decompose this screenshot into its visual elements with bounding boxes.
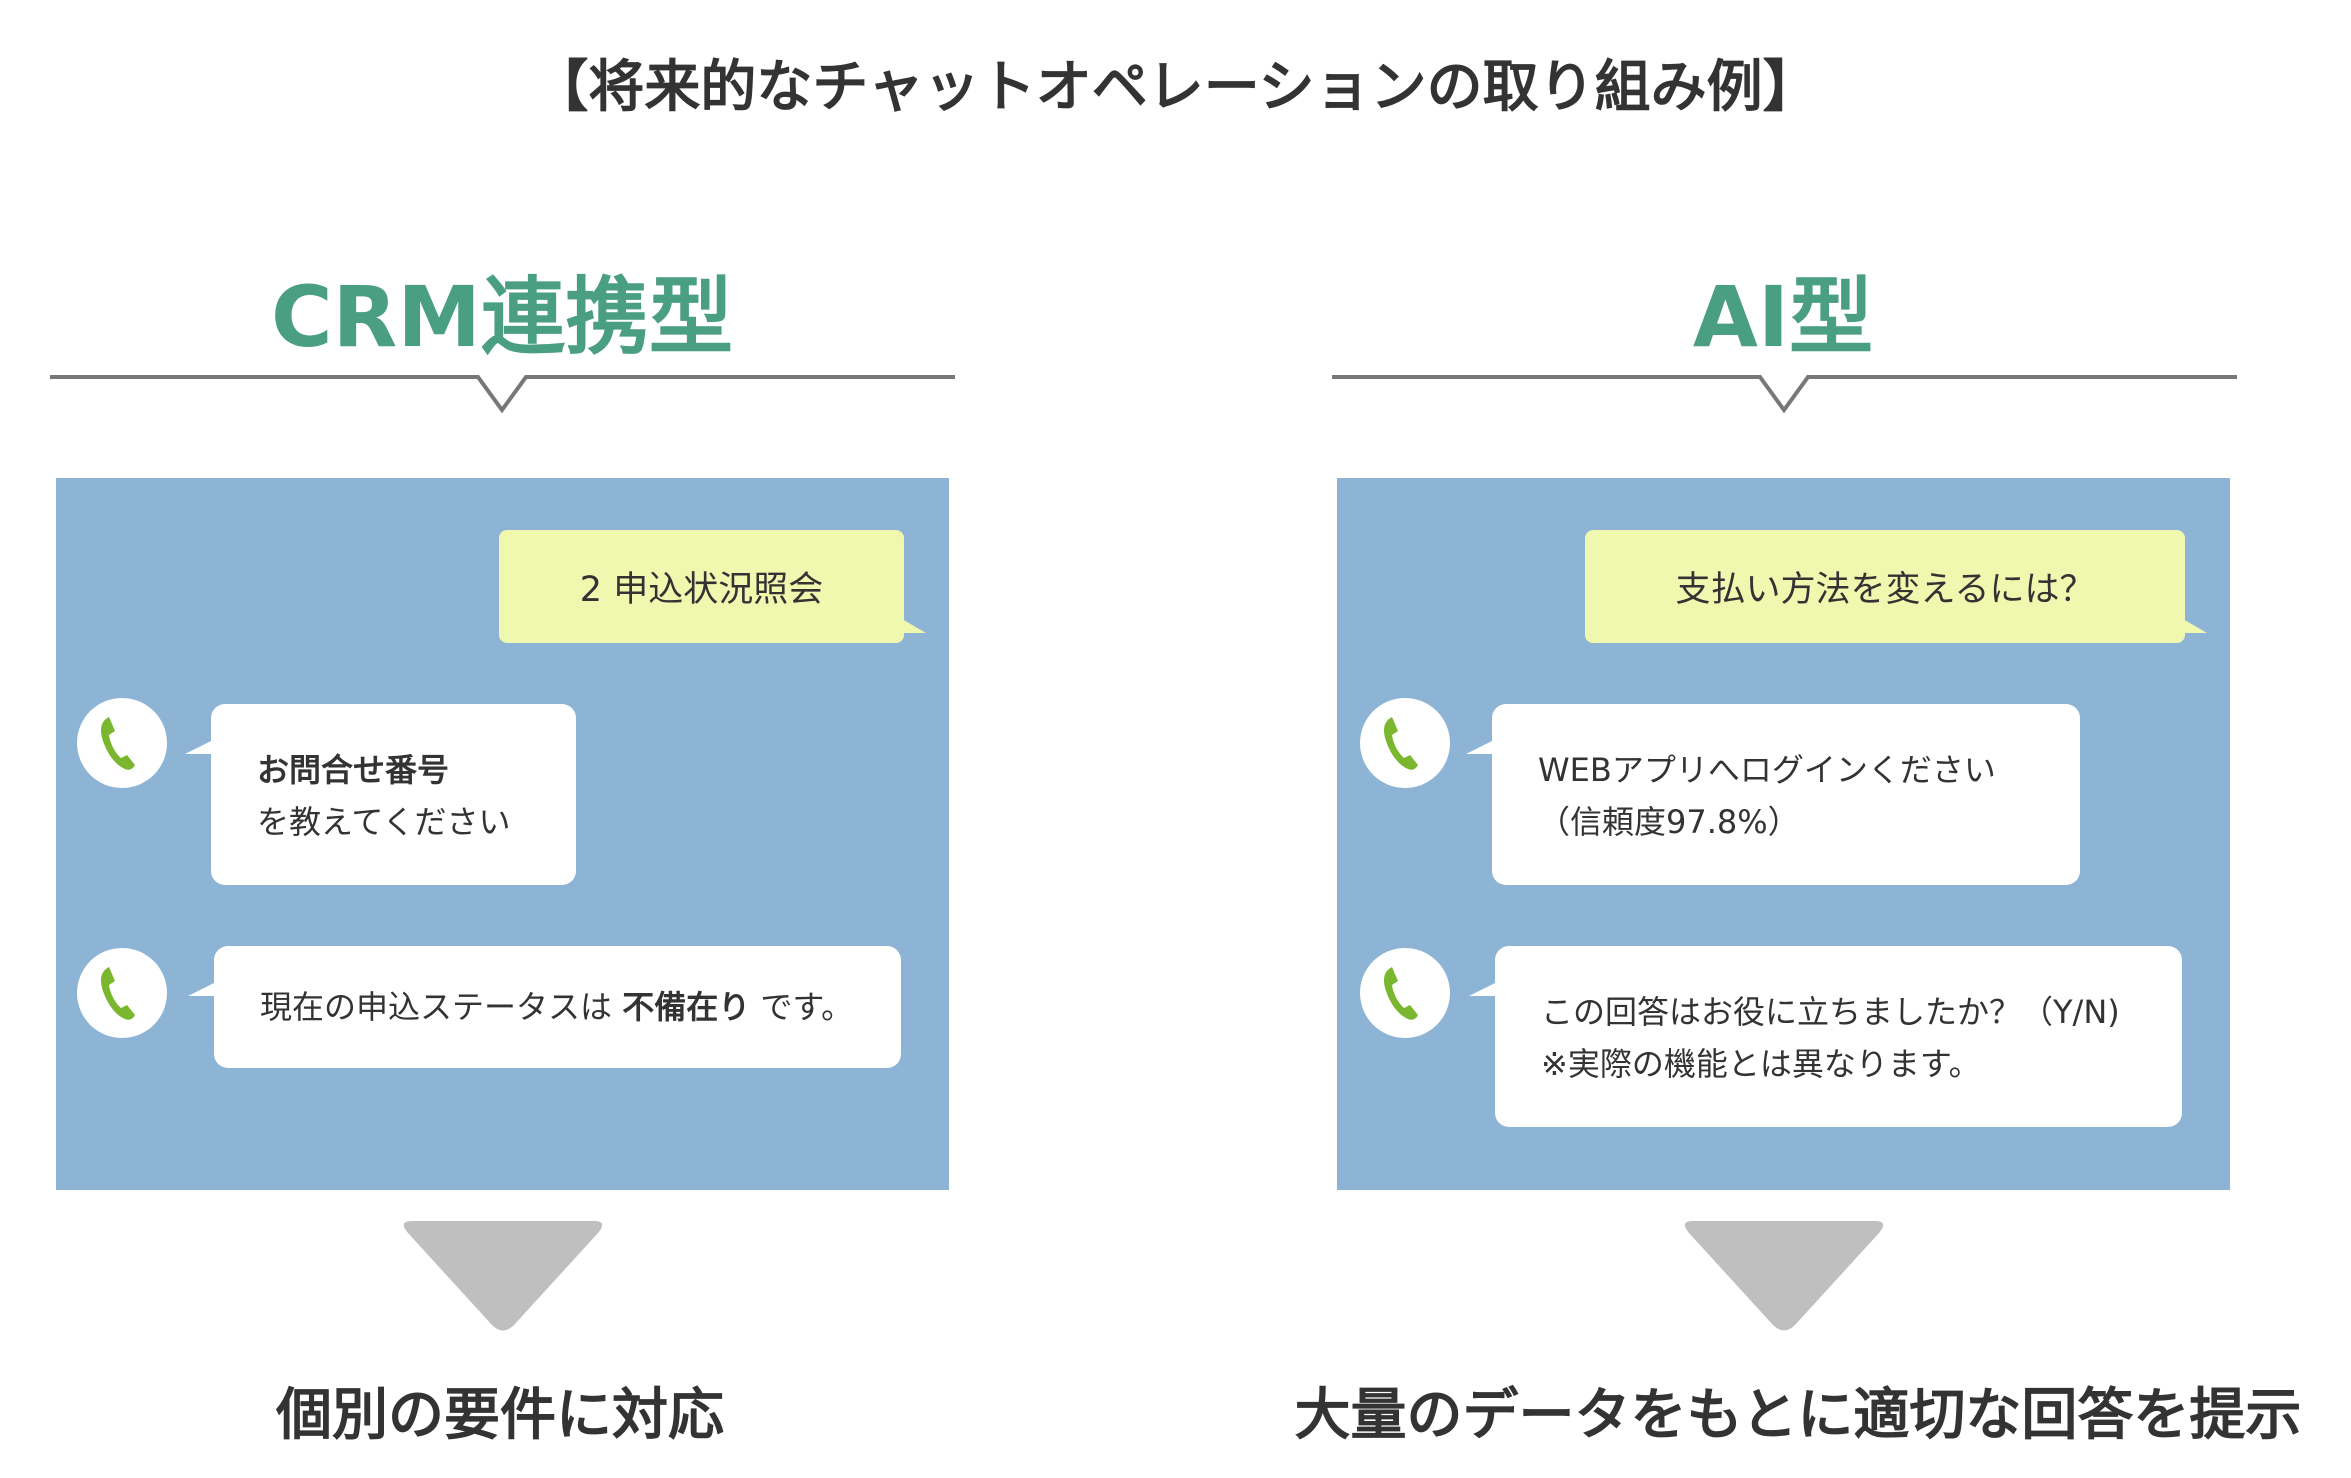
message-text: WEBアプリへログインください: [1538, 751, 1996, 789]
message-text: を教えてください: [257, 803, 511, 841]
bot-message-bubble: WEBアプリへログインください （信頼度97.8%）: [1466, 704, 2080, 885]
down-arrow-icon: [1684, 1221, 1884, 1331]
page-title: 【将来的なチャットオペレーションの取り組み例】: [532, 55, 1819, 120]
phone-icon: [77, 948, 167, 1038]
message-text: 現在の申込ステータスは: [260, 988, 623, 1026]
down-arrow-icon: [403, 1221, 603, 1331]
bold-text: お問合せ番号: [257, 751, 450, 789]
phone-icon: [77, 698, 167, 788]
ai-result: 大量のデータをもとに適切な回答を提示: [1294, 1383, 2302, 1448]
phone-icon: [1360, 698, 1450, 788]
bold-text: 不備在り: [622, 988, 751, 1026]
phone-icon: [1360, 948, 1450, 1038]
bot-message-bubble: この回答はお役に立ちましたか？（Y/N) ※実際の機能とは異なります。: [1469, 946, 2182, 1127]
user-message-bubble: 支払い方法を変えるには？: [1585, 530, 2207, 643]
crm-heading: CRM連携型: [271, 268, 733, 366]
bot-message-bubble: お問合せ番号 を教えてください: [185, 704, 576, 885]
heading-divider: [1332, 375, 2237, 414]
bot-message-bubble: 現在の申込ステータスは 不備在り です。: [188, 946, 901, 1068]
ai-heading: AI型: [1692, 268, 1874, 366]
note-text: ※実際の機能とは異なります。: [1541, 1045, 1981, 1083]
heading-divider: [50, 375, 955, 414]
message-text: この回答はお役に立ちましたか？（Y/N): [1541, 993, 2120, 1031]
user-message-bubble: 2 申込状況照会: [499, 530, 926, 643]
message-text: です。: [750, 988, 854, 1026]
crm-result: 個別の要件に対応: [276, 1383, 724, 1448]
confidence-text: （信頼度97.8%）: [1538, 803, 1800, 841]
